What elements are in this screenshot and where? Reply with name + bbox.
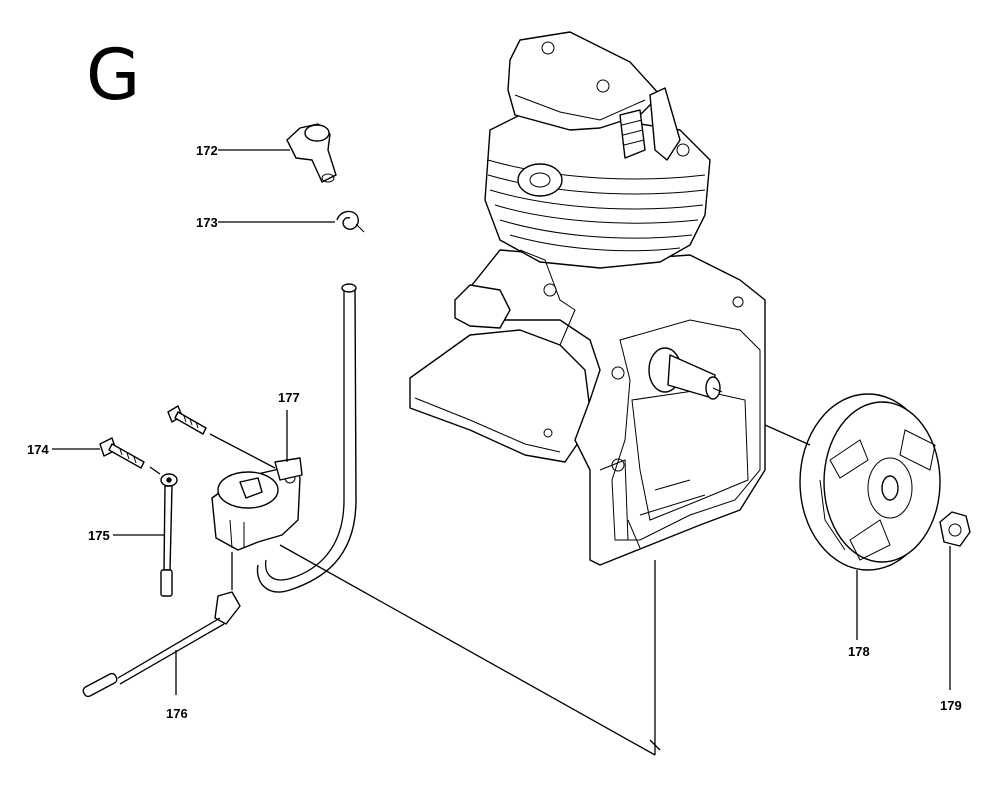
ground-wire <box>160 473 178 597</box>
callout-173: 173 <box>196 215 218 230</box>
callout-178: 178 <box>848 644 870 659</box>
callout-175: 175 <box>88 528 110 543</box>
ignition-lead <box>256 283 357 593</box>
ignition-coil <box>211 457 303 551</box>
flywheel-nut <box>939 511 971 547</box>
flywheel <box>799 393 941 571</box>
callout-172: 172 <box>196 143 218 158</box>
wire-clip <box>336 210 365 233</box>
leader-lines <box>52 149 951 756</box>
coil-screw-upper <box>167 405 207 435</box>
stop-wire <box>82 591 241 698</box>
spark-plug-cap <box>286 123 337 183</box>
engine-block <box>409 31 766 566</box>
section-letter: G <box>86 34 141 116</box>
coil-screw-174 <box>99 437 145 469</box>
callout-179: 179 <box>940 698 962 713</box>
callout-176: 176 <box>166 706 188 721</box>
callout-174: 174 <box>27 442 49 457</box>
callout-177: 177 <box>278 390 300 405</box>
